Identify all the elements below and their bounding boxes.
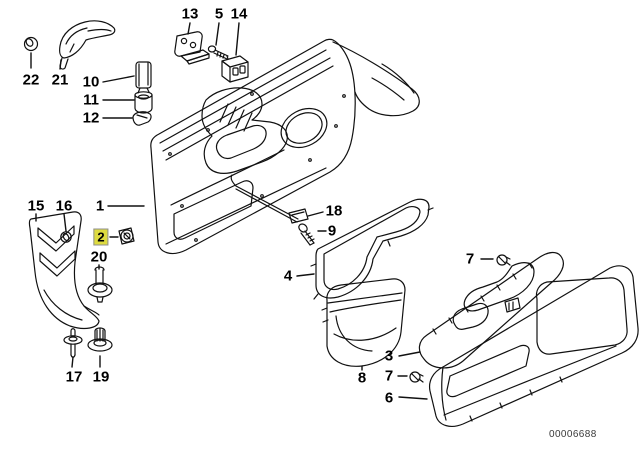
part-17-pin [64,329,82,358]
callout-4[interactable]: 4 [283,267,293,285]
callout-12[interactable]: 12 [82,109,100,127]
callout-17[interactable]: 17 [65,368,83,386]
part-7-screw-lower [410,372,423,382]
part-15-pillar-trim [29,212,99,329]
callout-1[interactable]: 1 [95,197,105,215]
image-id: 00006688 [549,429,597,440]
callout-19[interactable]: 19 [92,368,110,386]
callout-7-upper[interactable]: 7 [465,250,475,268]
callout-15[interactable]: 15 [27,197,45,215]
part-6-lower-panel [430,266,639,427]
callout-18[interactable]: 18 [325,202,343,220]
part-19-grommet-nut [88,328,112,351]
part-16-clip [61,232,71,242]
part-9-screw [297,222,314,245]
part-7-screw-upper [497,255,510,265]
callout-13[interactable]: 13 [181,5,199,23]
callout-14[interactable]: 14 [230,5,248,23]
part-18-rod-and-clip [231,175,308,223]
part-13-bracket [175,32,209,64]
part-3-armrest-panel [419,252,563,367]
callout-22[interactable]: 22 [22,71,40,89]
callout-2-highlighted[interactable]: 2 [93,228,109,246]
callout-16[interactable]: 16 [55,197,73,215]
part-2-grommet [119,228,134,244]
callout-10[interactable]: 10 [82,73,100,91]
part-20-rivet [88,267,112,302]
part-10-switch [136,62,151,93]
part-8-pocket-bin [322,279,405,366]
part-14-switch [222,56,248,82]
part-11-socket [135,92,152,113]
callout-7-lower[interactable]: 7 [384,367,394,385]
callout-20[interactable]: 20 [90,248,108,266]
leader-lines [31,23,493,399]
part-4-pocket-frame [311,199,433,299]
part-5-screw [208,46,228,59]
part-1-door-panel [151,39,419,253]
callout-3[interactable]: 3 [384,347,394,365]
callout-6[interactable]: 6 [384,389,394,407]
callout-9[interactable]: 9 [327,222,337,240]
callout-11[interactable]: 11 [83,91,99,109]
callout-5[interactable]: 5 [214,5,224,23]
callout-8[interactable]: 8 [357,369,367,387]
part-22-grommet-icon [25,38,38,51]
callout-21[interactable]: 21 [51,71,69,89]
part-21-handle-bracket [60,21,115,69]
part-12-cap [133,112,151,125]
